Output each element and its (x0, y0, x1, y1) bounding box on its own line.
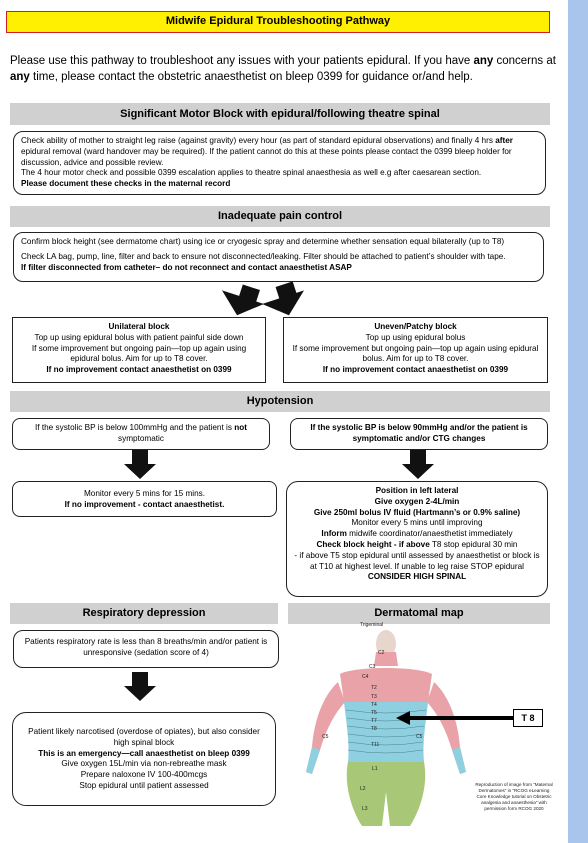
pain-control-box: Confirm block height (see dermatome char… (13, 232, 544, 282)
dermatome-label: T4 (371, 702, 377, 708)
page-title: Midwife Epidural Troubleshooting Pathway (6, 11, 550, 33)
intro-text: Please use this pathway to troubleshoot … (10, 55, 556, 83)
dermatome-label: T2 (371, 685, 377, 691)
hypotension-severe-box: If the systolic BP is below 90mmHg and/o… (290, 418, 548, 450)
dermatome-label: C5 (416, 734, 423, 740)
dermatome-label: C3 (369, 664, 376, 670)
dermatome-label: T7 (371, 718, 377, 724)
severe-hypotension-actions-box: Position in left lateral Give oxygen 2-4… (286, 481, 548, 597)
arrow-down-icon (124, 450, 156, 479)
dermatome-label: T8 (371, 726, 377, 732)
motor-block-heading: Significant Motor Block with epidural/fo… (10, 103, 550, 125)
page-side-bar (568, 0, 588, 843)
arrow-down-icon (402, 450, 434, 479)
motor-block-box: Check ability of mother to straight leg … (13, 131, 546, 195)
unilateral-block-box: Unilateral block Top up using epidural b… (12, 317, 266, 383)
pain-control-heading: Inadequate pain control (10, 206, 550, 227)
dermatome-label: T11 (371, 742, 380, 748)
monitor-box: Monitor every 5 mins for 15 mins.If no i… (12, 481, 277, 517)
split-arrows (222, 282, 304, 316)
dermatome-label: C2 (378, 650, 385, 656)
dermatome-label: L3 (362, 806, 368, 812)
dermatome-label: L2 (360, 786, 366, 792)
dermatome-label: T5 (371, 710, 377, 716)
respiratory-actions-box: Patient likely narcotised (overdose of o… (12, 712, 276, 806)
trigeminal-label: Trigeminal (360, 622, 384, 628)
respiratory-depression-heading: Respiratory depression (10, 603, 278, 624)
t8-pointer-arrow (396, 711, 516, 725)
arrow-down-left-icon (222, 284, 264, 316)
t8-label-box: T 8 (513, 709, 543, 727)
arrow-down-icon (124, 672, 156, 701)
dermatomal-map-heading: Dermatomal map (288, 603, 550, 624)
dermatome-label: L1 (372, 766, 378, 772)
hypotension-heading: Hypotension (10, 391, 550, 412)
arrow-down-right-icon (262, 282, 304, 316)
respiratory-criteria-box: Patients respiratory rate is less than 8… (13, 630, 279, 668)
patchy-block-box: Uneven/Patchy block Top up using epidura… (283, 317, 548, 383)
dermatome-label: C5 (322, 734, 329, 740)
hypotension-mild-box: If the systolic BP is below 100mmHg and … (12, 418, 270, 450)
dermatome-label: C4 (362, 674, 369, 680)
image-credit: Reproduction of image from “Maternal Der… (475, 782, 553, 811)
dermatome-label: T3 (371, 694, 377, 700)
